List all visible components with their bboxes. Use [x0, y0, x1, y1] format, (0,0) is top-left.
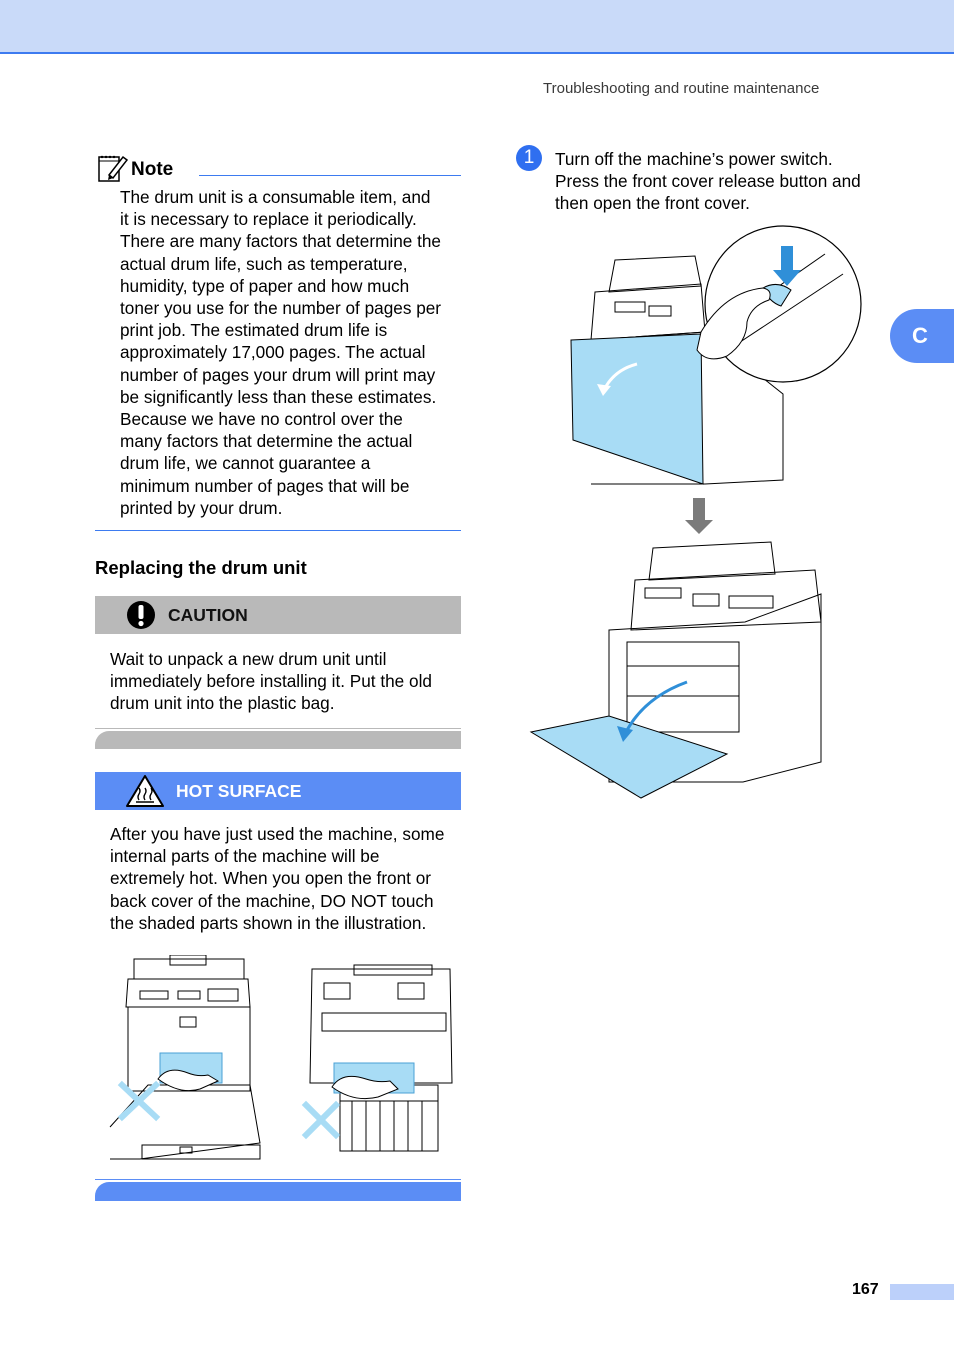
note-line: it is necessary to replace it periodical…	[120, 209, 417, 230]
caution-end-bar	[95, 731, 461, 749]
note-line: drum life, we cannot guarantee a	[120, 453, 371, 474]
caution-label: CAUTION	[168, 604, 248, 625]
note-line: printed by your drum.	[120, 497, 283, 518]
caution-line: immediately before installing it. Put th…	[110, 671, 432, 692]
note-bottom-rule	[95, 530, 461, 531]
hand-drawing	[696, 287, 771, 360]
rear-open-machine-drawing	[309, 964, 453, 1152]
note-line: print job. The estimated drum life is	[120, 320, 388, 341]
hot-surface-line: the shaded parts shown in the illustrati…	[110, 912, 427, 933]
hand-drawing	[331, 1075, 399, 1100]
front-open-machine-drawing	[109, 955, 261, 1160]
hot-surface-end-bar	[95, 1182, 461, 1201]
hot-surface-end-rule	[95, 1179, 461, 1180]
caution-line: drum unit into the plastic bag.	[110, 693, 335, 714]
hot-surface-illustration	[109, 955, 453, 1160]
front-cover-opened-shaded	[529, 715, 729, 799]
caution-end-rule	[95, 728, 461, 729]
note-line: many factors that determine the actual	[120, 431, 413, 452]
exclamation-icon	[127, 601, 155, 629]
note-line: humidity, type of paper and how much	[120, 275, 410, 296]
section-heading: Replacing the drum unit	[95, 557, 307, 578]
do-not-touch-x-icon	[117, 1080, 161, 1122]
hot-surface-line: internal parts of the machine will be	[110, 846, 380, 867]
note-line: The drum unit is a consumable item, and	[120, 187, 431, 207]
page-number: 167	[852, 1281, 879, 1298]
step-line: Turn off the machine’s power switch.	[555, 149, 833, 169]
hot-surface-line: extremely hot. When you open the front o…	[110, 868, 432, 889]
step-line: Press the front cover release button and	[555, 171, 861, 192]
hot-surface-line: back cover of the machine, DO NOT touch	[110, 890, 434, 911]
note-line: approximately 17,000 pages. The actual	[120, 342, 426, 363]
hot-surface-banner: HOT SURFACE	[95, 772, 461, 810]
running-header: Troubleshooting and routine maintenance	[543, 80, 820, 97]
front-cover-shaded	[570, 333, 704, 485]
hot-surface-line: After you have just used the machine, so…	[110, 824, 445, 844]
note-line: Because we have no control over the	[120, 409, 403, 430]
note-pencil-icon	[98, 155, 129, 182]
machine-open-drawing	[608, 541, 822, 783]
note-line: toner you use for the number of pages pe…	[120, 298, 442, 319]
step-number-badge: 1	[516, 145, 542, 171]
zoom-detail-circle	[704, 225, 862, 383]
step-line: then open the front cover.	[555, 193, 750, 214]
note-line: actual drum life, such as temperature,	[120, 253, 408, 274]
note-header-rule	[199, 175, 461, 176]
press-down-arrow-icon	[773, 246, 801, 286]
open-front-cover-illustration	[529, 225, 862, 799]
curved-open-arrow-icon	[623, 680, 688, 735]
top-header-band	[0, 0, 954, 54]
caution-text: Wait to unpack a new drum unit until imm…	[110, 648, 470, 715]
chapter-tab[interactable]: C	[890, 309, 954, 363]
note-line: number of pages your drum will print may	[120, 364, 436, 385]
hand-drawing	[157, 1069, 220, 1092]
hot-surface-text: After you have just used the machine, so…	[110, 823, 470, 934]
note-line: be significantly less than these estimat…	[120, 386, 437, 407]
step-text: Turn off the machine’s power switch. Pre…	[555, 148, 895, 215]
note-title: Note	[131, 159, 174, 180]
hot-surface-warning-icon	[126, 775, 164, 807]
hot-surface-label: HOT SURFACE	[176, 780, 302, 801]
note-line: minimum number of pages that will be	[120, 475, 410, 496]
caution-banner: CAUTION	[95, 596, 461, 634]
caution-line: Wait to unpack a new drum unit until	[110, 649, 387, 669]
down-arrow-icon	[685, 498, 713, 534]
do-not-touch-x-icon	[301, 1100, 341, 1140]
footer-tab	[890, 1284, 954, 1300]
note-body: The drum unit is a consumable item, and …	[120, 186, 465, 519]
note-line: There are many factors that determine th…	[120, 231, 441, 252]
